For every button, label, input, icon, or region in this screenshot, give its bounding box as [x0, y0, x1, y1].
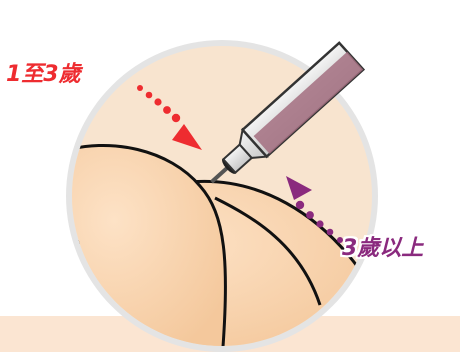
label-age-1-to-3: 1至3歲	[6, 56, 81, 88]
label-age-3-plus: 3歲以上	[342, 230, 423, 262]
